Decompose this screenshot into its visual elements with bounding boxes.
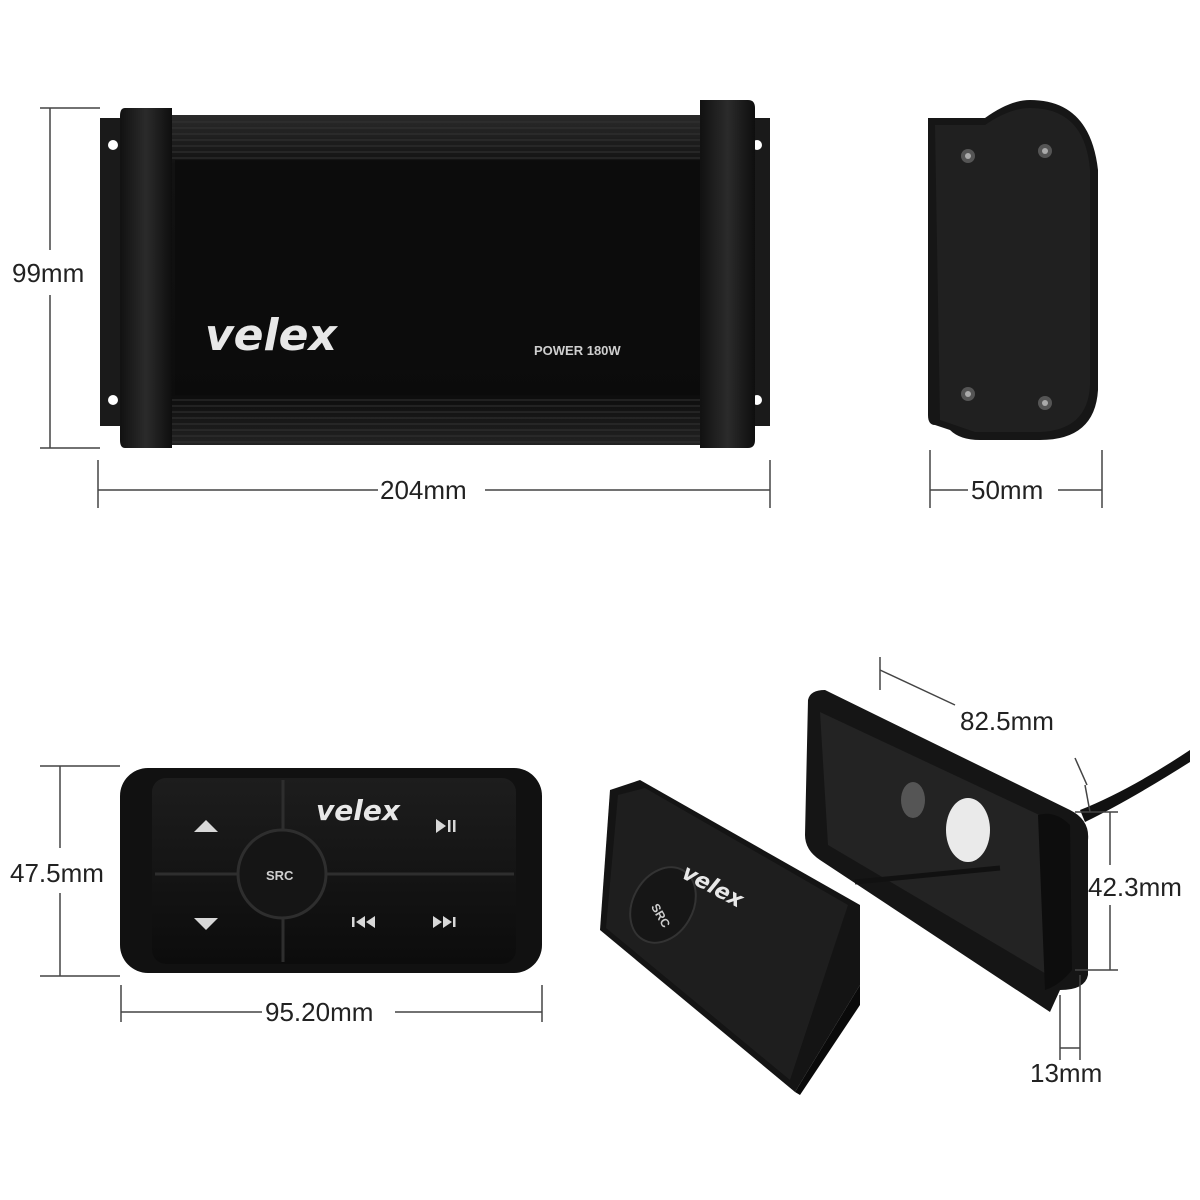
src-button-label: SRC bbox=[266, 868, 294, 883]
mount-hole bbox=[108, 395, 118, 405]
amplifier-front-view: velex POWER 180W bbox=[100, 100, 770, 448]
bracket-height-label: 42.3mm bbox=[1088, 872, 1182, 902]
left-end-cap bbox=[120, 108, 172, 448]
amplifier-power-label: POWER 180W bbox=[534, 343, 621, 358]
remote-face bbox=[152, 778, 516, 964]
mount-hole bbox=[108, 140, 118, 150]
amplifier-side-view bbox=[928, 100, 1098, 440]
heatsink-fins bbox=[172, 121, 705, 443]
amplifier-width-label: 204mm bbox=[380, 475, 467, 505]
bracket-cable bbox=[1080, 750, 1190, 822]
src-button[interactable] bbox=[236, 828, 328, 920]
mounting-bracket bbox=[805, 690, 1190, 1012]
arrow-up-icon[interactable] bbox=[194, 820, 218, 832]
bracket-depth-label: 13mm bbox=[1030, 1058, 1102, 1088]
amplifier-height-label: 99mm bbox=[12, 258, 84, 288]
amplifier-dimensions bbox=[40, 107, 1103, 508]
right-end-cap bbox=[700, 100, 755, 448]
bracket-dimensions bbox=[879, 657, 1118, 1060]
remote-width-label: 95.20mm bbox=[265, 997, 373, 1027]
bracket-width-label: 82.5mm bbox=[960, 706, 1054, 736]
previous-icon[interactable] bbox=[352, 916, 375, 928]
play-pause-icon[interactable] bbox=[436, 819, 456, 833]
next-icon[interactable] bbox=[433, 916, 456, 928]
remote-height-label: 47.5mm bbox=[10, 858, 104, 888]
amplifier-depth-label: 50mm bbox=[971, 475, 1043, 505]
remote-dimensions bbox=[40, 765, 543, 1022]
amplifier-face-panel bbox=[175, 160, 715, 395]
src-button-angled[interactable] bbox=[617, 855, 709, 954]
screw-hole bbox=[901, 782, 925, 818]
remote-front-view: SRC velex bbox=[120, 768, 542, 973]
arrow-down-icon[interactable] bbox=[194, 918, 218, 930]
amplifier-brand-logo: velex bbox=[205, 310, 338, 361]
remote-brand-logo: velex bbox=[316, 794, 401, 827]
cable-hole bbox=[946, 798, 990, 862]
remote-angled-view: SRC velex bbox=[600, 780, 860, 1095]
